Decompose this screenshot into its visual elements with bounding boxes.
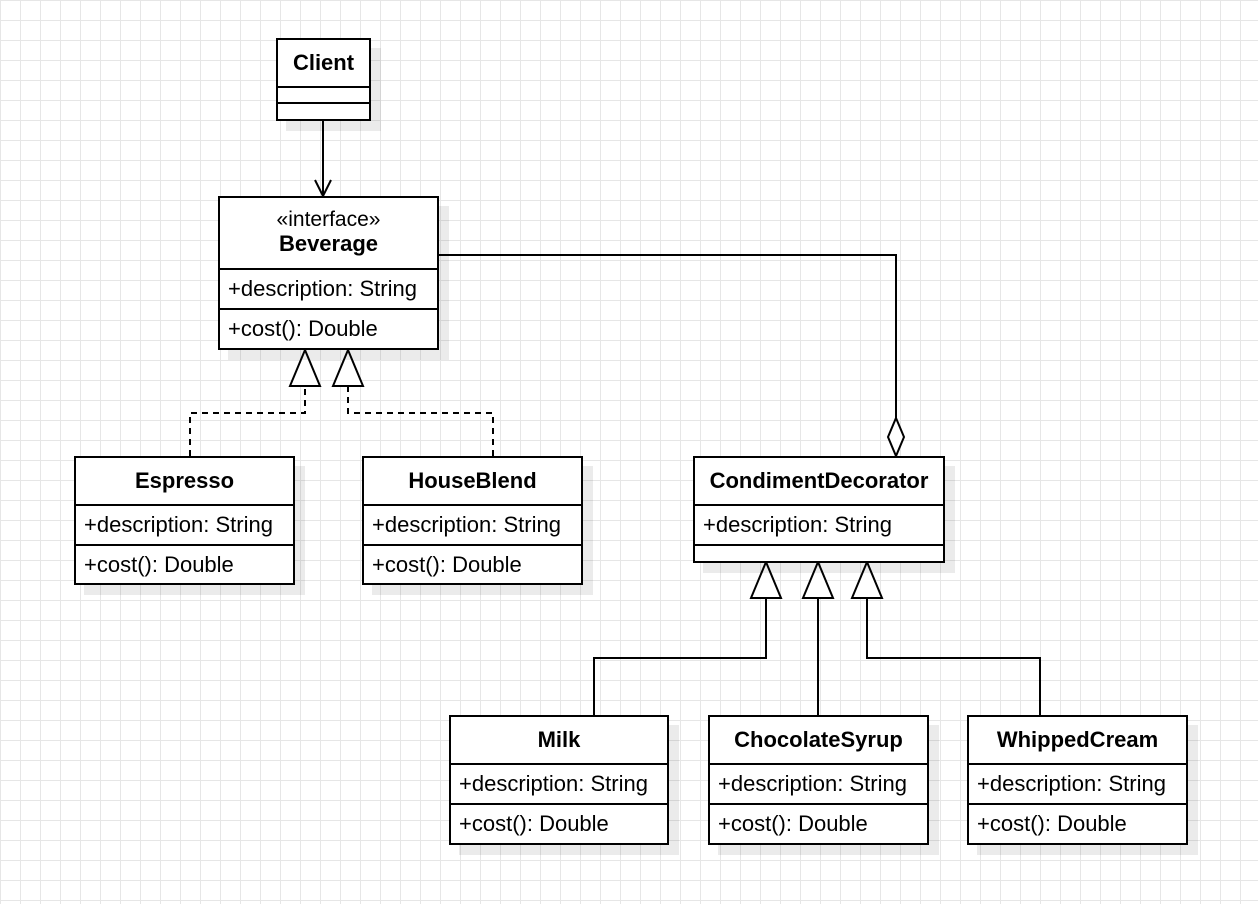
- espresso-realization-arrowhead: [288, 347, 322, 387]
- class-client-methods: [278, 102, 369, 119]
- whippedcream-generalization-line: [866, 598, 1041, 715]
- decorator-aggregation-line: [438, 254, 897, 418]
- class-beverage-header: «interface» Beverage: [220, 198, 437, 268]
- class-client-header: Client: [278, 40, 369, 86]
- class-name: WhippedCream: [996, 727, 1159, 752]
- class-name: HouseBlend: [408, 468, 537, 493]
- class-client[interactable]: Client: [276, 38, 371, 121]
- class-name: ChocolateSyrup: [734, 727, 903, 752]
- class-houseblend[interactable]: HouseBlend +description: String +cost():…: [362, 456, 583, 585]
- class-method: +cost(): Double: [220, 308, 437, 348]
- class-attribute: +description: String: [710, 763, 927, 803]
- class-attribute: +description: String: [451, 763, 667, 803]
- class-condimentdecorator-methods: [695, 544, 943, 561]
- class-attribute: +description: String: [695, 504, 943, 544]
- class-attribute: +description: String: [76, 504, 293, 544]
- houseblend-realization-line: [347, 386, 494, 456]
- class-whippedcream[interactable]: WhippedCream +description: String +cost(…: [967, 715, 1188, 845]
- houseblend-realization-arrowhead: [331, 347, 365, 387]
- class-stereotype: «interface»: [276, 208, 381, 231]
- class-chocolatesyrup[interactable]: ChocolateSyrup +description: String +cos…: [708, 715, 929, 845]
- class-espresso[interactable]: Espresso +description: String +cost(): D…: [74, 456, 295, 585]
- class-method: +cost(): Double: [710, 803, 927, 843]
- class-method: +cost(): Double: [969, 803, 1186, 843]
- class-houseblend-header: HouseBlend: [364, 458, 581, 504]
- class-espresso-header: Espresso: [76, 458, 293, 504]
- class-condimentdecorator-header: CondimentDecorator: [695, 458, 943, 504]
- class-name: CondimentDecorator: [709, 468, 929, 493]
- class-name: Espresso: [134, 468, 235, 493]
- class-milk-header: Milk: [451, 717, 667, 763]
- espresso-realization-line: [189, 386, 306, 456]
- class-milk[interactable]: Milk +description: String +cost(): Doubl…: [449, 715, 669, 845]
- class-method: +cost(): Double: [364, 544, 581, 583]
- class-attribute: +description: String: [969, 763, 1186, 803]
- class-name: Milk: [537, 727, 581, 752]
- class-method: +cost(): Double: [451, 803, 667, 843]
- class-name: Client: [292, 50, 355, 75]
- aggregation-diamond: [886, 415, 906, 459]
- class-whippedcream-header: WhippedCream: [969, 717, 1186, 763]
- milk-generalization-arrowhead: [749, 559, 783, 599]
- class-condimentdecorator[interactable]: CondimentDecorator +description: String: [693, 456, 945, 563]
- class-attribute: +description: String: [364, 504, 581, 544]
- chocolatesyrup-generalization-arrowhead: [801, 559, 835, 599]
- class-attribute: +description: String: [220, 268, 437, 308]
- class-beverage[interactable]: «interface» Beverage +description: Strin…: [218, 196, 439, 350]
- class-client-attributes: [278, 86, 369, 102]
- milk-generalization-line: [593, 598, 767, 715]
- class-name: Beverage: [278, 231, 379, 256]
- whippedcream-generalization-arrowhead: [850, 559, 884, 599]
- class-chocolatesyrup-header: ChocolateSyrup: [710, 717, 927, 763]
- class-method: +cost(): Double: [76, 544, 293, 583]
